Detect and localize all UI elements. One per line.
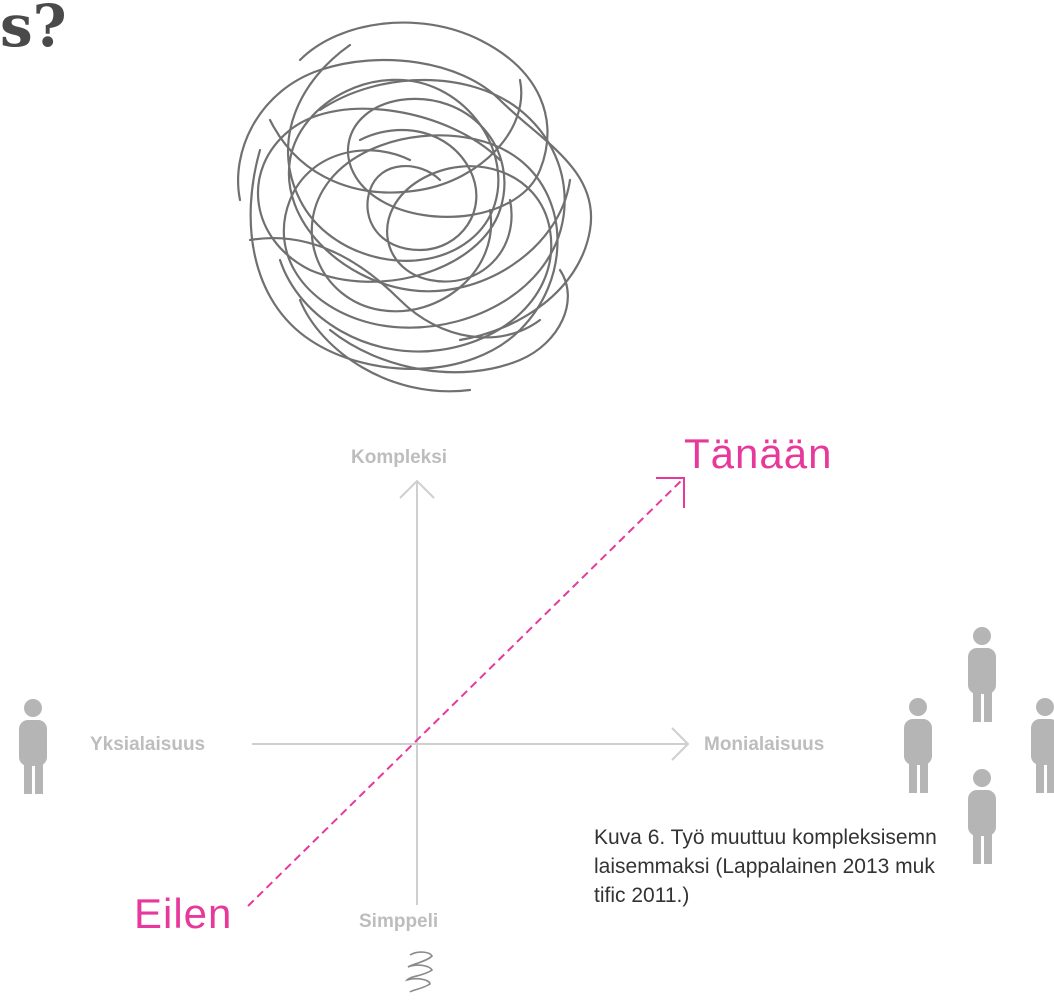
caption-line: laisemmaksi (Lappalainen 2013 muk — [594, 855, 935, 878]
person-icon — [904, 698, 932, 793]
era-label-present: Tänään — [684, 430, 833, 477]
person-icon — [1031, 698, 1054, 793]
arrow-up-right-icon — [656, 477, 685, 508]
caption-line: Kuva 6. Työ muuttuu kompleksisemn — [594, 826, 937, 849]
axis-label-simple: Simppeli — [359, 911, 439, 932]
axis-label-single-discipline: Yksialaisuus — [90, 734, 206, 755]
axis-label-multi-discipline: Monialaisuus — [704, 734, 825, 755]
tangled-scribble-icon — [237, 21, 593, 393]
spring-icon — [404, 951, 434, 993]
person-icon — [968, 627, 996, 722]
page-heading: s? — [0, 0, 67, 60]
person-icon — [19, 699, 47, 794]
axis-label-complex: Kompleksi — [351, 447, 448, 468]
arrow-right-icon — [671, 727, 690, 761]
person-icon — [968, 769, 996, 864]
trend-arrow — [247, 477, 685, 907]
axes — [252, 479, 690, 905]
caption-line: tific 2011.) — [594, 884, 690, 907]
arrow-up-icon — [399, 479, 435, 499]
person-group-icon — [904, 627, 1054, 864]
era-label-past: Eilen — [134, 890, 233, 937]
figure-caption: Kuva 6. Työ muuttuu kompleksisemn laisem… — [594, 823, 1054, 910]
